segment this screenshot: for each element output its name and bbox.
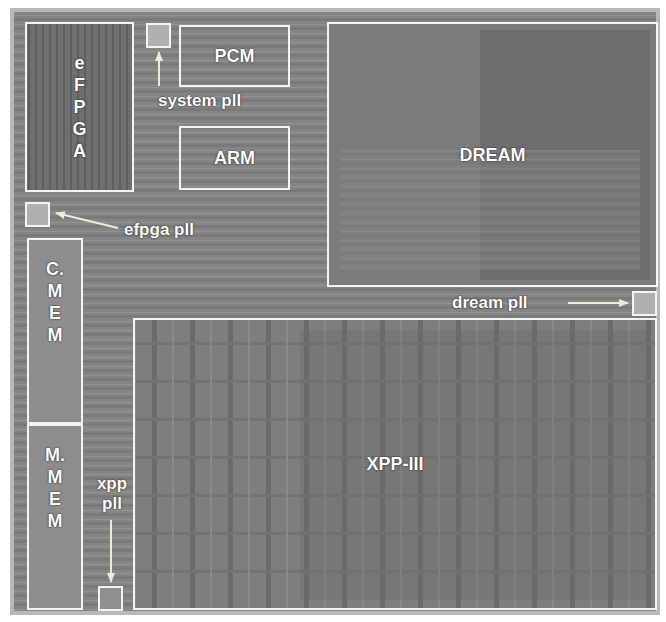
pll-square [633, 292, 656, 315]
leader-arrow [568, 302, 628, 304]
arm-block: ARM [179, 126, 290, 190]
block-label: e F P G A [73, 52, 87, 162]
block-label: DREAM [460, 144, 526, 166]
pll-square [26, 203, 49, 226]
block-label: XPP-III [366, 453, 423, 475]
pll-label: efpga pll [124, 220, 194, 240]
block-label: M. M E M [45, 444, 65, 532]
pll-label: system pll [158, 91, 241, 111]
block-label: PCM [215, 45, 255, 67]
block-label: C. M E M [46, 258, 64, 346]
block-label: ARM [214, 147, 255, 169]
leader-arrow [56, 213, 118, 228]
pll-label: xpp pll [97, 474, 127, 514]
pll-label: dream pll [452, 293, 528, 313]
pcm-block: PCM [179, 25, 290, 87]
cache-memory-block: C. M E M [27, 238, 83, 424]
xpp-block: XPP-III [133, 318, 657, 610]
pll-square [147, 24, 170, 47]
leader-arrow [110, 520, 112, 582]
pll-square [99, 587, 122, 610]
dream-block: DREAM [327, 22, 658, 287]
efpga-block: e F P G A [25, 22, 134, 192]
leader-arrow [158, 52, 160, 86]
main-memory-block: M. M E M [27, 424, 83, 610]
